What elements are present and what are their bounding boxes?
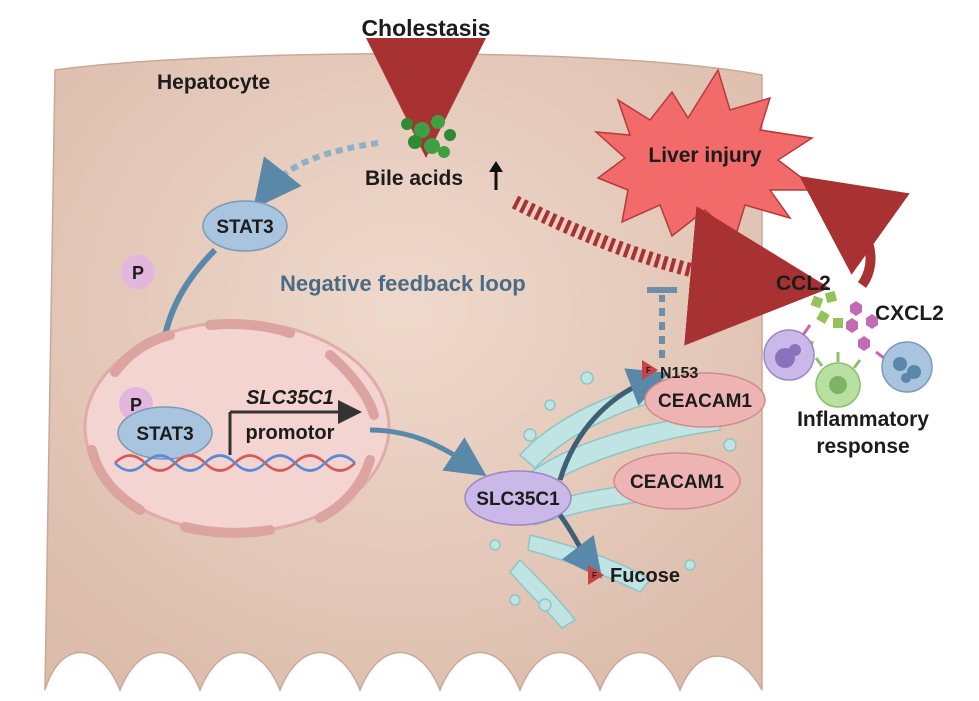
cxcl2-particles: [846, 301, 878, 351]
immune-cell-icon: [875, 341, 933, 393]
bile-acids-label: Bile acids: [365, 167, 463, 190]
chemokine-to-injury-arrow: [799, 175, 910, 288]
stat3-cytoplasm-node: [202, 200, 288, 252]
glyco-site-label: N153: [660, 365, 698, 382]
bile-to-stat3-arrow: [253, 140, 379, 209]
inflammation-label-line2: response: [816, 435, 909, 458]
expression-arrow: [369, 427, 487, 477]
fucose-tag-site-label: F: [646, 366, 651, 375]
cholestasis-label: Cholestasis: [361, 15, 490, 41]
inflammation-label-line1: Inflammatory: [797, 408, 929, 431]
bile-to-chemokine-arrow: [511, 195, 830, 346]
nuclear-envelope-pores: [87, 319, 379, 538]
up-arrow-icon: [489, 161, 503, 190]
fucose-label: Fucose: [610, 565, 680, 587]
ceacam1-bottom-label: CEACAM1: [630, 472, 724, 493]
hepatocyte-label: Hepatocyte: [157, 71, 270, 94]
ceacam1-top-label: CEACAM1: [658, 391, 752, 412]
ccl2-label: CCL2: [776, 272, 831, 295]
promoter-arrow: [228, 400, 362, 455]
fucosylation-arrow: [557, 368, 669, 481]
stat3-nuclear-node: [117, 406, 213, 460]
slc35c1-label: SLC35C1: [476, 489, 560, 510]
phospho-nuclear-label: P: [130, 395, 142, 415]
gene-label: SLC35C1: [246, 387, 334, 409]
phospho-node: [121, 255, 155, 289]
fucose-flag-icon: [642, 360, 658, 380]
stat3-cytoplasm-label: STAT3: [216, 217, 273, 238]
dna-helix-icon: [114, 454, 356, 472]
fucose-release-arrow: [557, 513, 603, 579]
liver-injury-label: Liver injury: [648, 144, 762, 167]
inhibition-bar-icon: [647, 287, 677, 358]
phospho-label: P: [132, 263, 144, 283]
slc35c1-transporter: [464, 470, 572, 526]
promoter-label: promotor: [246, 422, 335, 444]
feedback-loop-label: Negative feedback loop: [280, 271, 526, 296]
bile-acid-droplets-icon: [401, 115, 456, 158]
cxcl2-label: CXCL2: [875, 302, 944, 325]
ceacam1-bottom-node: [613, 452, 741, 510]
stat3-nuclear-label: STAT3: [136, 424, 193, 445]
fucose-tag-label: F: [592, 571, 597, 580]
immune-cell-icon: [763, 324, 815, 381]
ceacam1-top-node: [644, 372, 766, 428]
fucose-flag-icon: [588, 565, 604, 585]
immune-cell-icon: [814, 352, 862, 408]
